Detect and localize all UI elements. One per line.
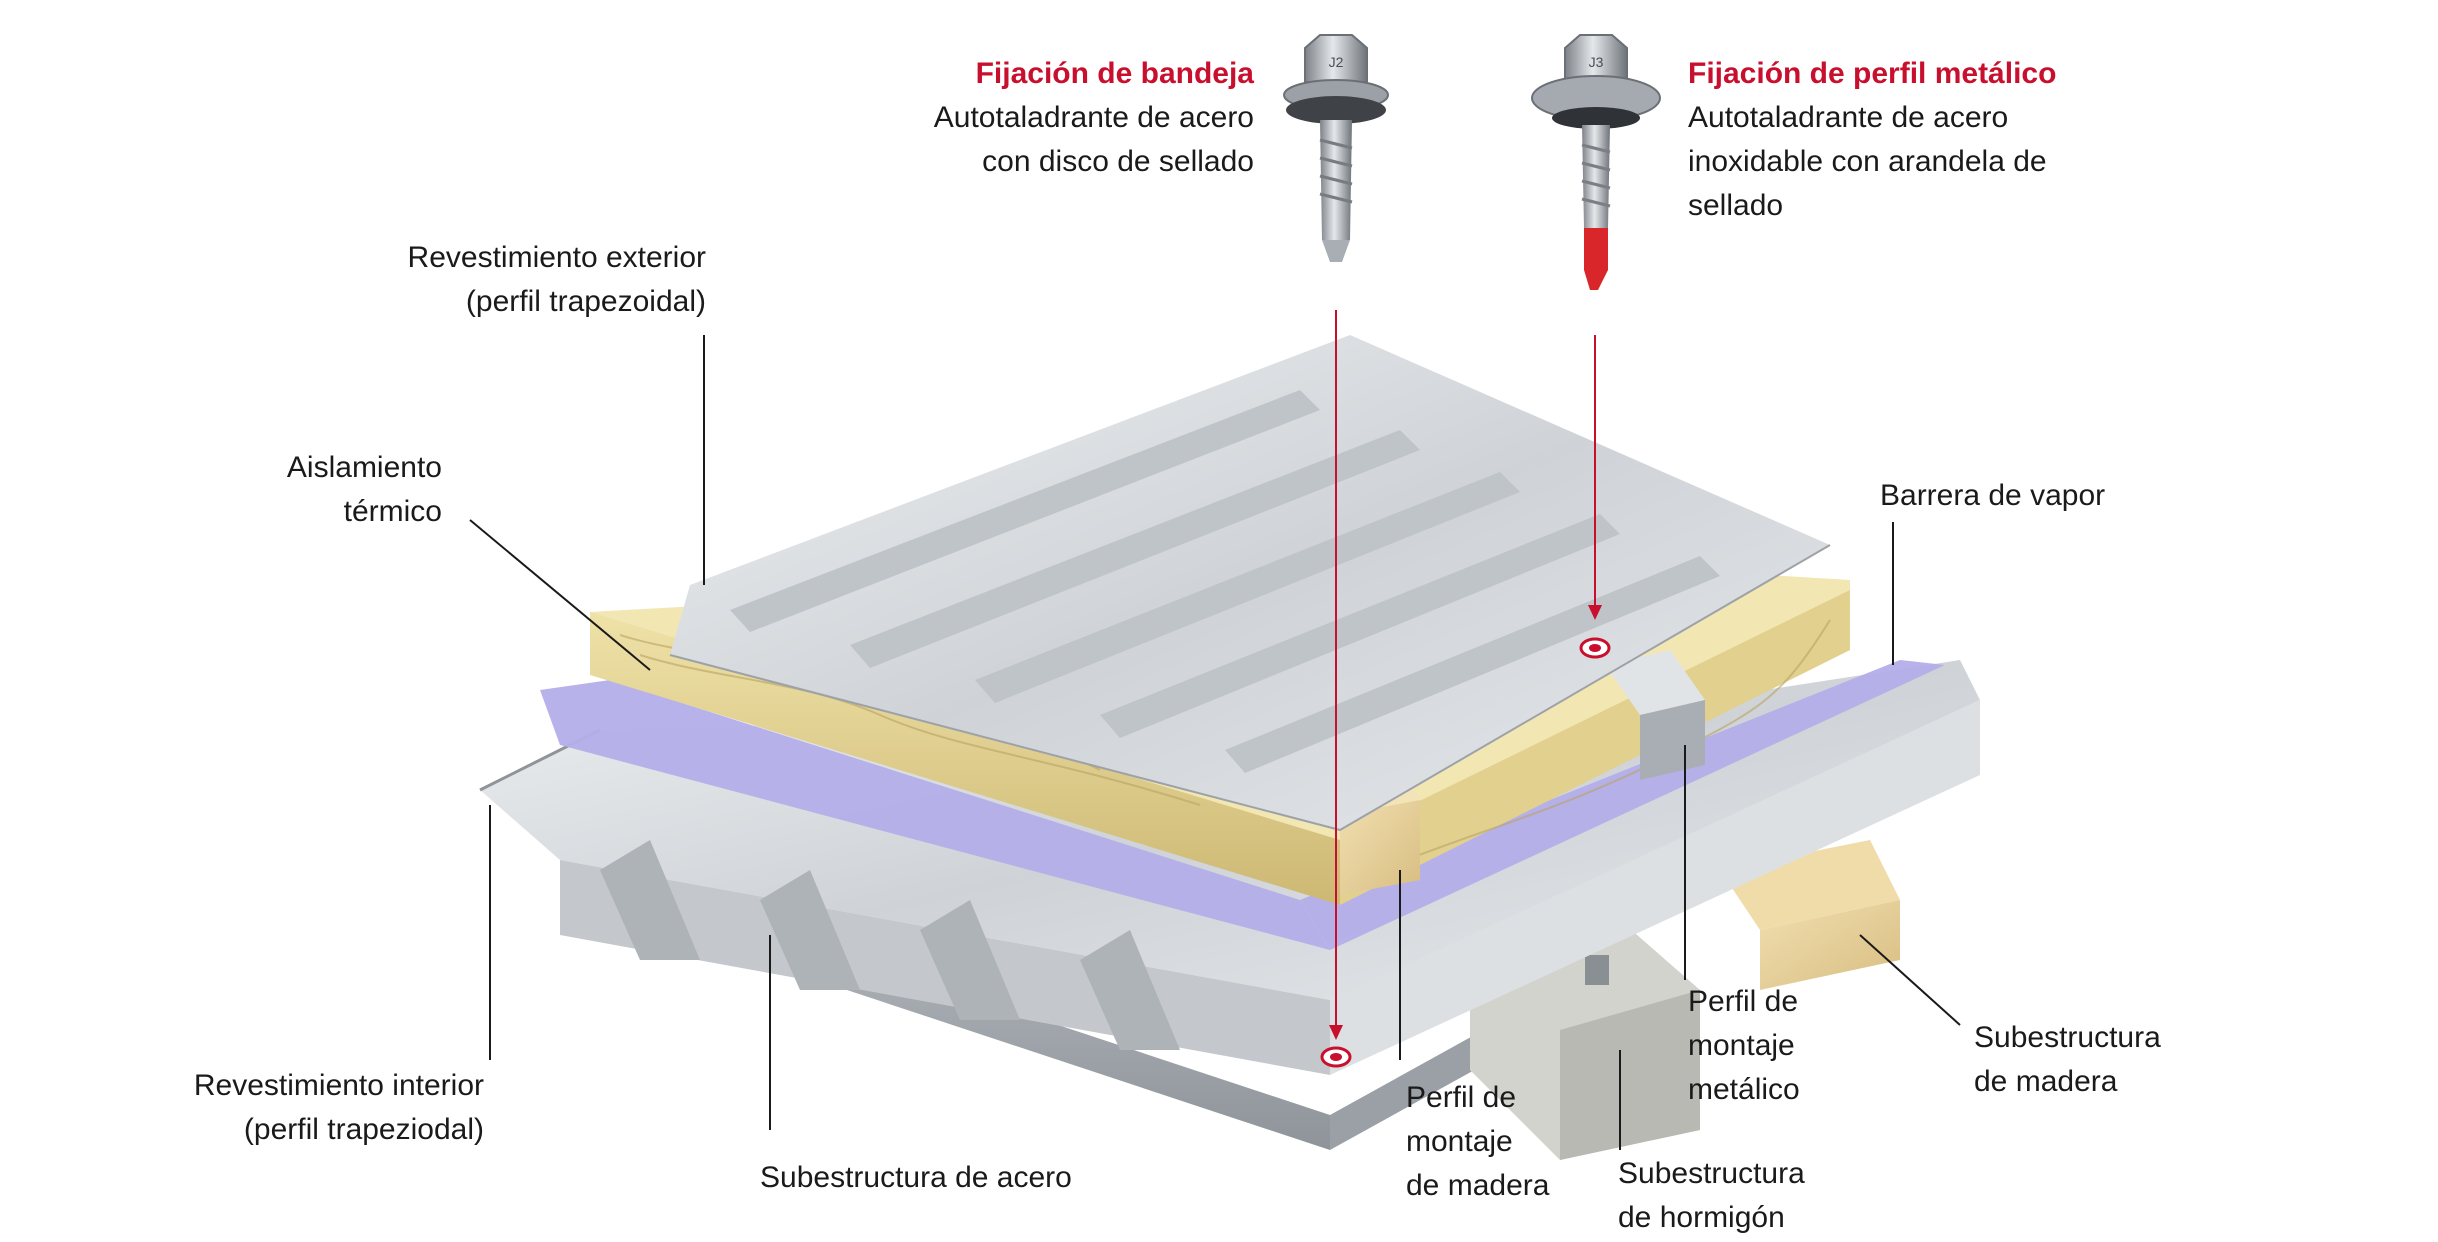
metal-mounting-rail — [1605, 650, 1705, 780]
leader-timber-substructure — [1859, 934, 1961, 1026]
label-timber-substructure: Subestructura de madera — [1974, 1021, 2161, 1098]
label-concrete-substructure: Subestructura de hormigón — [1618, 1157, 1805, 1234]
profile-fastener-head-mark: J3 — [1589, 54, 1604, 70]
fastener-guide-lines — [1329, 310, 1602, 1040]
label-timber-mounting-rail: Perfil de montaje de madera — [1406, 1081, 1550, 1202]
label-outer-cladding: Revestimiento exterior (perfil trapezoid… — [407, 241, 706, 318]
tray-fastener-title: Fijación de bandeja — [975, 57, 1254, 90]
label-steel-substructure: Subestructura de acero — [760, 1161, 1072, 1194]
label-insulation: Aislamiento térmico — [286, 451, 442, 528]
label-vapour-barrier: Barrera de vapor — [1880, 479, 2106, 512]
tray-fastener-line-1: Autotaladrante de acero — [933, 101, 1254, 134]
tray-fastener-line-2: con disco de sellado — [982, 145, 1254, 178]
outer-trapezoidal-cladding — [669, 335, 1831, 832]
profile-fastener-line-2: inoxidable con arandela de — [1688, 145, 2047, 178]
profile-fastener-line-1: Autotaladrante de acero — [1688, 101, 2009, 134]
vapour-barrier — [540, 660, 1945, 950]
profile-fastener-screw — [1531, 34, 1661, 290]
profile-fastener-title: Fijación de perfil metálico — [1688, 57, 2057, 90]
label-inner-cladding: Revestimiento interior (perfil trapeziod… — [193, 1069, 484, 1146]
tray-fastener-head-mark: J2 — [1329, 54, 1344, 70]
tray-fastener-screw — [1283, 34, 1389, 262]
tray-fastener-caption: Fijación de bandeja Autotaladrante de ac… — [934, 52, 1254, 184]
profile-fastener-line-3: sellado — [1688, 189, 1784, 222]
profile-fastener-caption: Fijación de perfil metálico Autotaladran… — [1688, 52, 2056, 228]
label-metal-mounting-rail: Perfil de montaje metálico — [1688, 985, 1800, 1106]
leader-lines — [469, 335, 1961, 1150]
leader-insulation — [469, 519, 651, 671]
fixing-point-markers — [1320, 637, 1611, 1068]
